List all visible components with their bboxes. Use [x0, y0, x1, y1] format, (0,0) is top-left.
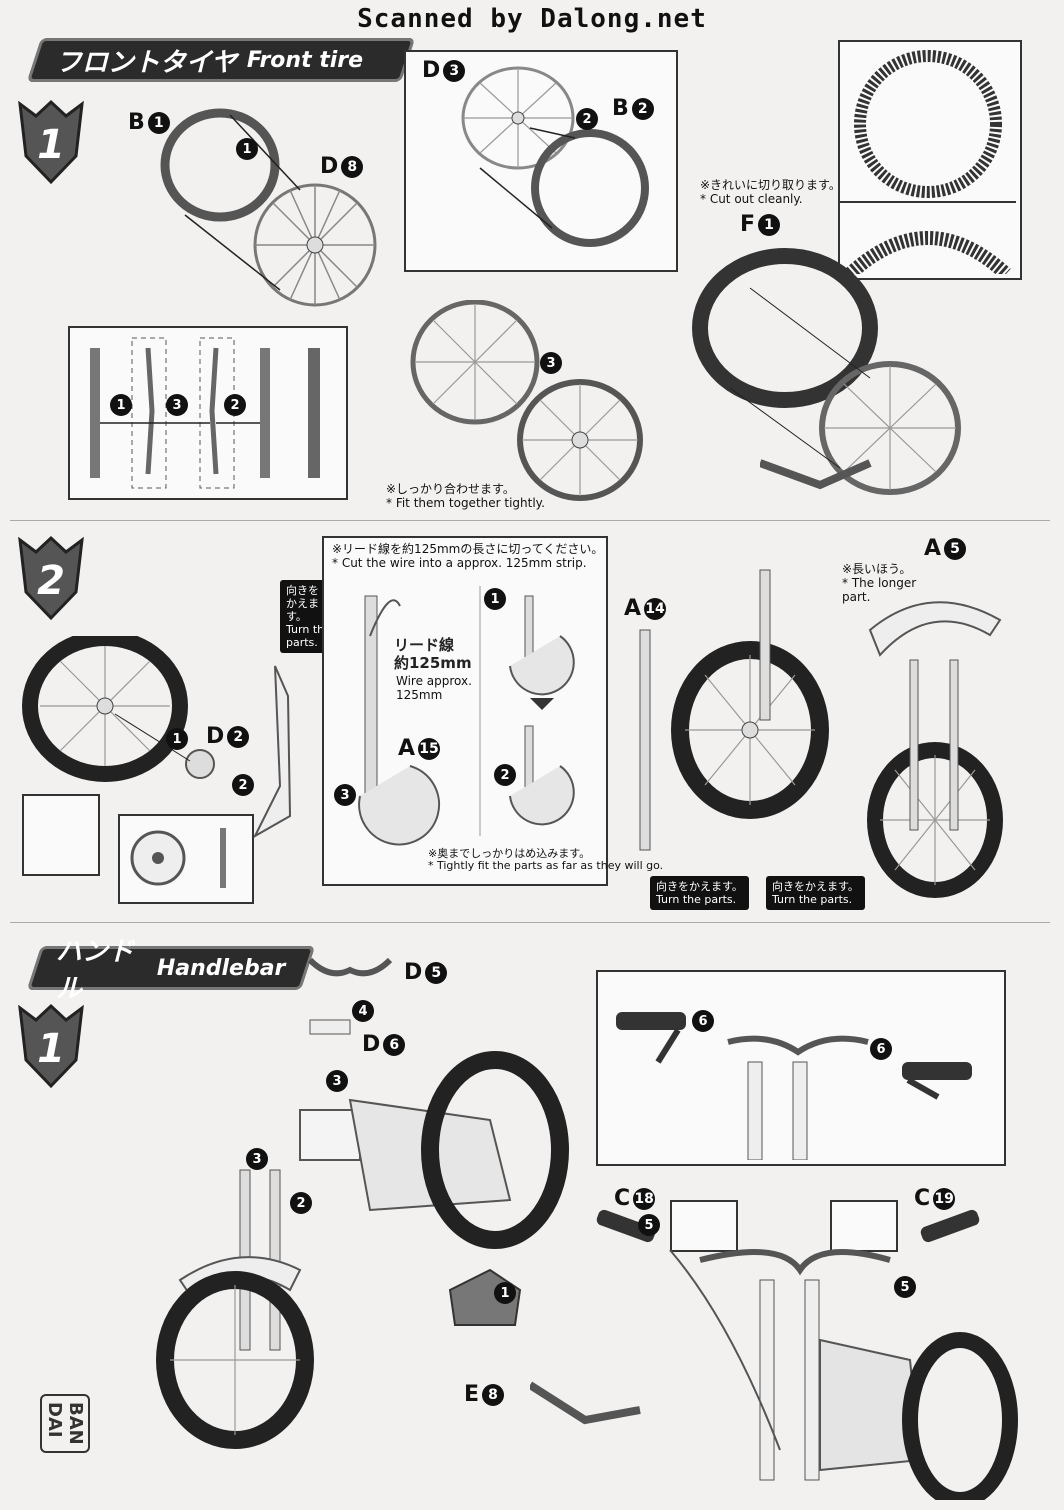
- lever-arrow-6a: 6: [692, 1010, 714, 1032]
- step-arrow-1: 1: [236, 138, 258, 160]
- step-arrow-3: 3: [540, 352, 562, 374]
- step-3-number: 1: [37, 1026, 65, 1072]
- handlebar-arrow-3b: 3: [246, 1148, 268, 1170]
- hub-arrow-2: 2: [232, 774, 254, 796]
- note-wire: ※リード線を約125mmの長さに切ってください。* Cut the wire i…: [332, 542, 604, 570]
- turn-parts-tag-2: 向きをかえます。Turn the parts.: [650, 876, 749, 910]
- step-1-emblem: 1: [14, 96, 88, 186]
- scan-credit: Scanned by Dalong.net: [357, 4, 707, 34]
- step-2-number: 2: [37, 558, 65, 604]
- cross-section-illustration: [90, 337, 320, 489]
- wire-arrow-2: 2: [494, 764, 516, 786]
- rim-wheel-illustration-1: [160, 108, 377, 307]
- handlebar-arrow-3a: 3: [326, 1070, 348, 1092]
- tire-mount-illustration: [692, 248, 961, 495]
- turn-parts-tag-3: 向きをかえます。Turn the parts.: [766, 876, 865, 910]
- hub-detail-inset: [22, 794, 100, 876]
- wire-arrow-1: 1: [484, 588, 506, 610]
- hub-side-illustration: [130, 828, 226, 888]
- wire-arrow-3: 3: [334, 784, 356, 806]
- handlebar-arrow-2: 2: [290, 1192, 312, 1214]
- bike-handlebar-illustration: [156, 957, 569, 1449]
- lever-install-illustration: [616, 1012, 972, 1160]
- note-longer: ※長いほう。* The longer part.: [842, 562, 917, 604]
- front-tire-banner: フロントタイヤ Front tire: [26, 38, 416, 82]
- hub-arrow-1: 1: [166, 728, 188, 750]
- divider-1: [10, 520, 1050, 521]
- cross-arrow-1: 1: [110, 394, 132, 416]
- rim-wheel-illustration-2: [461, 66, 649, 247]
- inset-lever-left: [670, 1200, 738, 1252]
- note-press: ※奥までしっかりはめ込みます。* Tightly fit the parts a…: [428, 847, 664, 872]
- wheel-hub-illustration: [22, 636, 292, 839]
- note-cut: ※きれいに切り取ります。* Cut out cleanly.: [700, 178, 841, 206]
- step-1-number: 1: [37, 122, 65, 168]
- lever-arrow-5a: 5: [638, 1214, 660, 1236]
- wheel-fork-assembly-illustration: [639, 569, 1003, 898]
- cross-arrow-3: 3: [166, 394, 188, 416]
- tire-detail-illustration: [840, 50, 1016, 274]
- lever-arrow-5b: 5: [894, 1276, 916, 1298]
- fork-wire-illustration: [358, 586, 575, 846]
- handlebar-arrow-4: 4: [352, 1000, 374, 1022]
- front-tire-title-jp: フロントタイヤ: [56, 47, 238, 78]
- bike-lever-illustration: [596, 1209, 1018, 1500]
- flow-arrow-1: [760, 459, 872, 490]
- front-tire-title-en: Front tire: [247, 47, 364, 73]
- cross-arrow-2: 2: [224, 394, 246, 416]
- stand-arrow-1: 1: [494, 1282, 516, 1304]
- divider-2: [10, 922, 1050, 923]
- step-3-emblem: 1: [14, 1000, 88, 1090]
- lead-wire-label-en: Wire approx. 125mm: [396, 674, 472, 702]
- handlebar-title-jp: ハンドル: [56, 937, 135, 1004]
- lever-arrow-6b: 6: [870, 1038, 892, 1060]
- step-arrow-2: 2: [576, 108, 598, 130]
- bandai-logo: BAN DAI: [40, 1394, 90, 1453]
- wheel-fit-illustration: [410, 300, 643, 501]
- lead-wire-label-jp: リード線 約125mm: [394, 636, 472, 672]
- step-2-emblem: 2: [14, 532, 88, 622]
- note-fit: ※しっかり合わせます。* Fit them together tightly.: [386, 482, 545, 510]
- flow-arrow-2: [530, 1381, 641, 1425]
